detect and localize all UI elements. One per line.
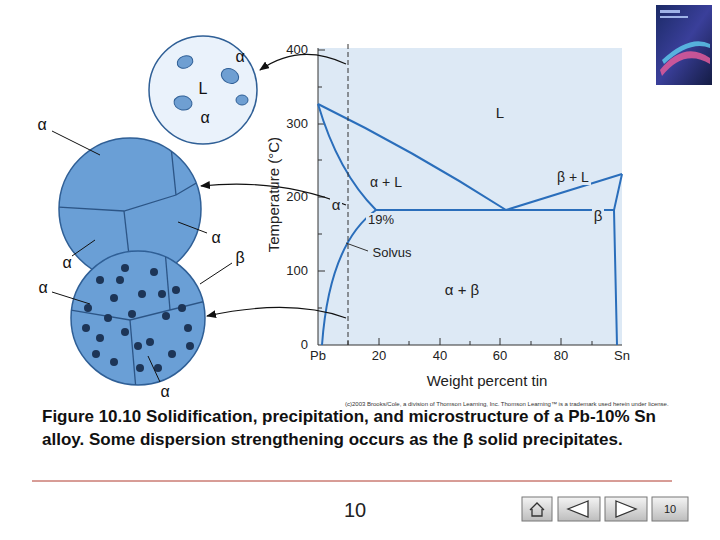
tick-label: 40 [433, 349, 447, 364]
axis-title: Weight percent tin [427, 372, 548, 389]
phase-field: β [592, 207, 605, 224]
phase-label: α [200, 109, 209, 127]
plot-ground [318, 48, 622, 345]
phase-field: L [494, 104, 506, 121]
phase-label: α [235, 48, 244, 66]
phase-boundaries [318, 104, 622, 345]
composition-line [348, 44, 349, 345]
nav-page-number: 10 [664, 503, 676, 516]
micrograph-circle: αLα [148, 35, 258, 145]
tick-label: 80 [554, 349, 568, 364]
phase-label: α [160, 383, 169, 401]
copyright-note: (c)2003 Brooks/Cole, a division of Thoms… [345, 401, 669, 408]
phase-label: α [211, 229, 220, 247]
tick-label: Pb [310, 349, 326, 364]
axes [318, 48, 622, 345]
tick-label: 400 [286, 43, 308, 58]
phase-field: α + β [443, 281, 481, 298]
tick-label: 200 [286, 190, 308, 205]
tick-label: 100 [286, 264, 308, 279]
phase-label: L [199, 80, 208, 98]
tick-label: Sn [614, 349, 630, 364]
phase-field: β + L [555, 169, 591, 185]
composition-note: 19% [366, 213, 396, 228]
leader-line [346, 243, 368, 251]
phase-label: β [235, 249, 244, 267]
tick-label: 60 [493, 349, 507, 364]
rule [32, 481, 672, 482]
axis-title: Temperature (°C) [265, 137, 282, 252]
phase-label: α [38, 279, 47, 297]
micrograph-circle: βαα [70, 250, 206, 386]
page-number: 10 [344, 499, 366, 522]
phase-field: α [330, 196, 343, 213]
nav-buttons [522, 497, 688, 521]
phase-label: α [62, 254, 71, 272]
phase-field: α + L [368, 174, 404, 190]
tick-label: 20 [372, 349, 386, 364]
tick-label: 300 [286, 117, 308, 132]
phase-label: α [37, 116, 46, 134]
book-cover [656, 5, 712, 85]
curve-name: Solvus [370, 246, 413, 261]
tick-label: 0 [301, 338, 308, 353]
micrograph-outline [70, 250, 206, 386]
figure-caption: Figure 10.10 Solidification, precipitati… [42, 405, 692, 451]
